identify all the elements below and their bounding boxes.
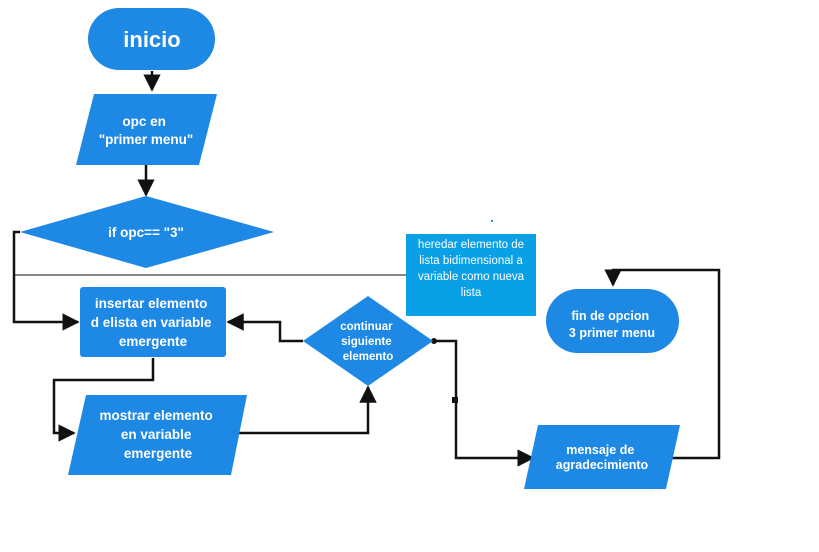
connector-insert-to-show [52,358,155,442]
connector-continue-to-thanks [433,339,535,467]
note-marker [491,220,493,222]
note-line: variable como nueva [417,271,525,283]
node-opc-input[interactable]: opc en "primer menu" [76,94,217,165]
svg-text:inicio: inicio [123,27,180,52]
svg-text:if opc== "3": if opc== "3" [108,225,184,240]
note-line: lista [460,287,482,299]
svg-text:mensaje de agradecimient: mensaje de agradecimiento [556,443,649,472]
connector-thanks-to-end [604,268,721,460]
connector-midpoint [452,397,458,403]
svg-text:mostrar elemento en vari: mostrar elemento en variable emergente [99,408,216,461]
connector-show-to-continue [233,385,377,435]
note-box: heredar elemento de lista bidimensional … [406,234,536,316]
connector-continue-to-insert [226,313,303,343]
connector-dot [431,338,437,344]
node-continue[interactable]: continuar siguiente elemento [303,296,433,386]
node-thanks[interactable]: mensaje de agradecimiento [524,425,680,489]
node-start[interactable]: inicio [88,8,215,70]
svg-text:insertar elemento d elis: insertar elemento d elista en variable e… [91,296,216,349]
note-line: lista bidimensional a [419,255,523,267]
svg-text:fin de opcion 3 primer m: fin de opcion 3 primer menu [569,309,655,340]
node-end[interactable]: fin de opcion 3 primer menu [546,289,679,353]
node-if-opc[interactable]: if opc== "3" [20,196,274,268]
connector-if-to-insert [12,230,80,331]
node-show[interactable]: mostrar elemento en variable emergente [68,395,247,475]
svg-text:opc en "primer menu": opc en "primer menu" [99,114,194,147]
node-insert[interactable]: insertar elemento d elista en variable e… [80,287,226,357]
note-line: heredar elemento de [417,239,525,251]
svg-text:continuar siguiente: continuar siguiente elemento [340,321,396,363]
